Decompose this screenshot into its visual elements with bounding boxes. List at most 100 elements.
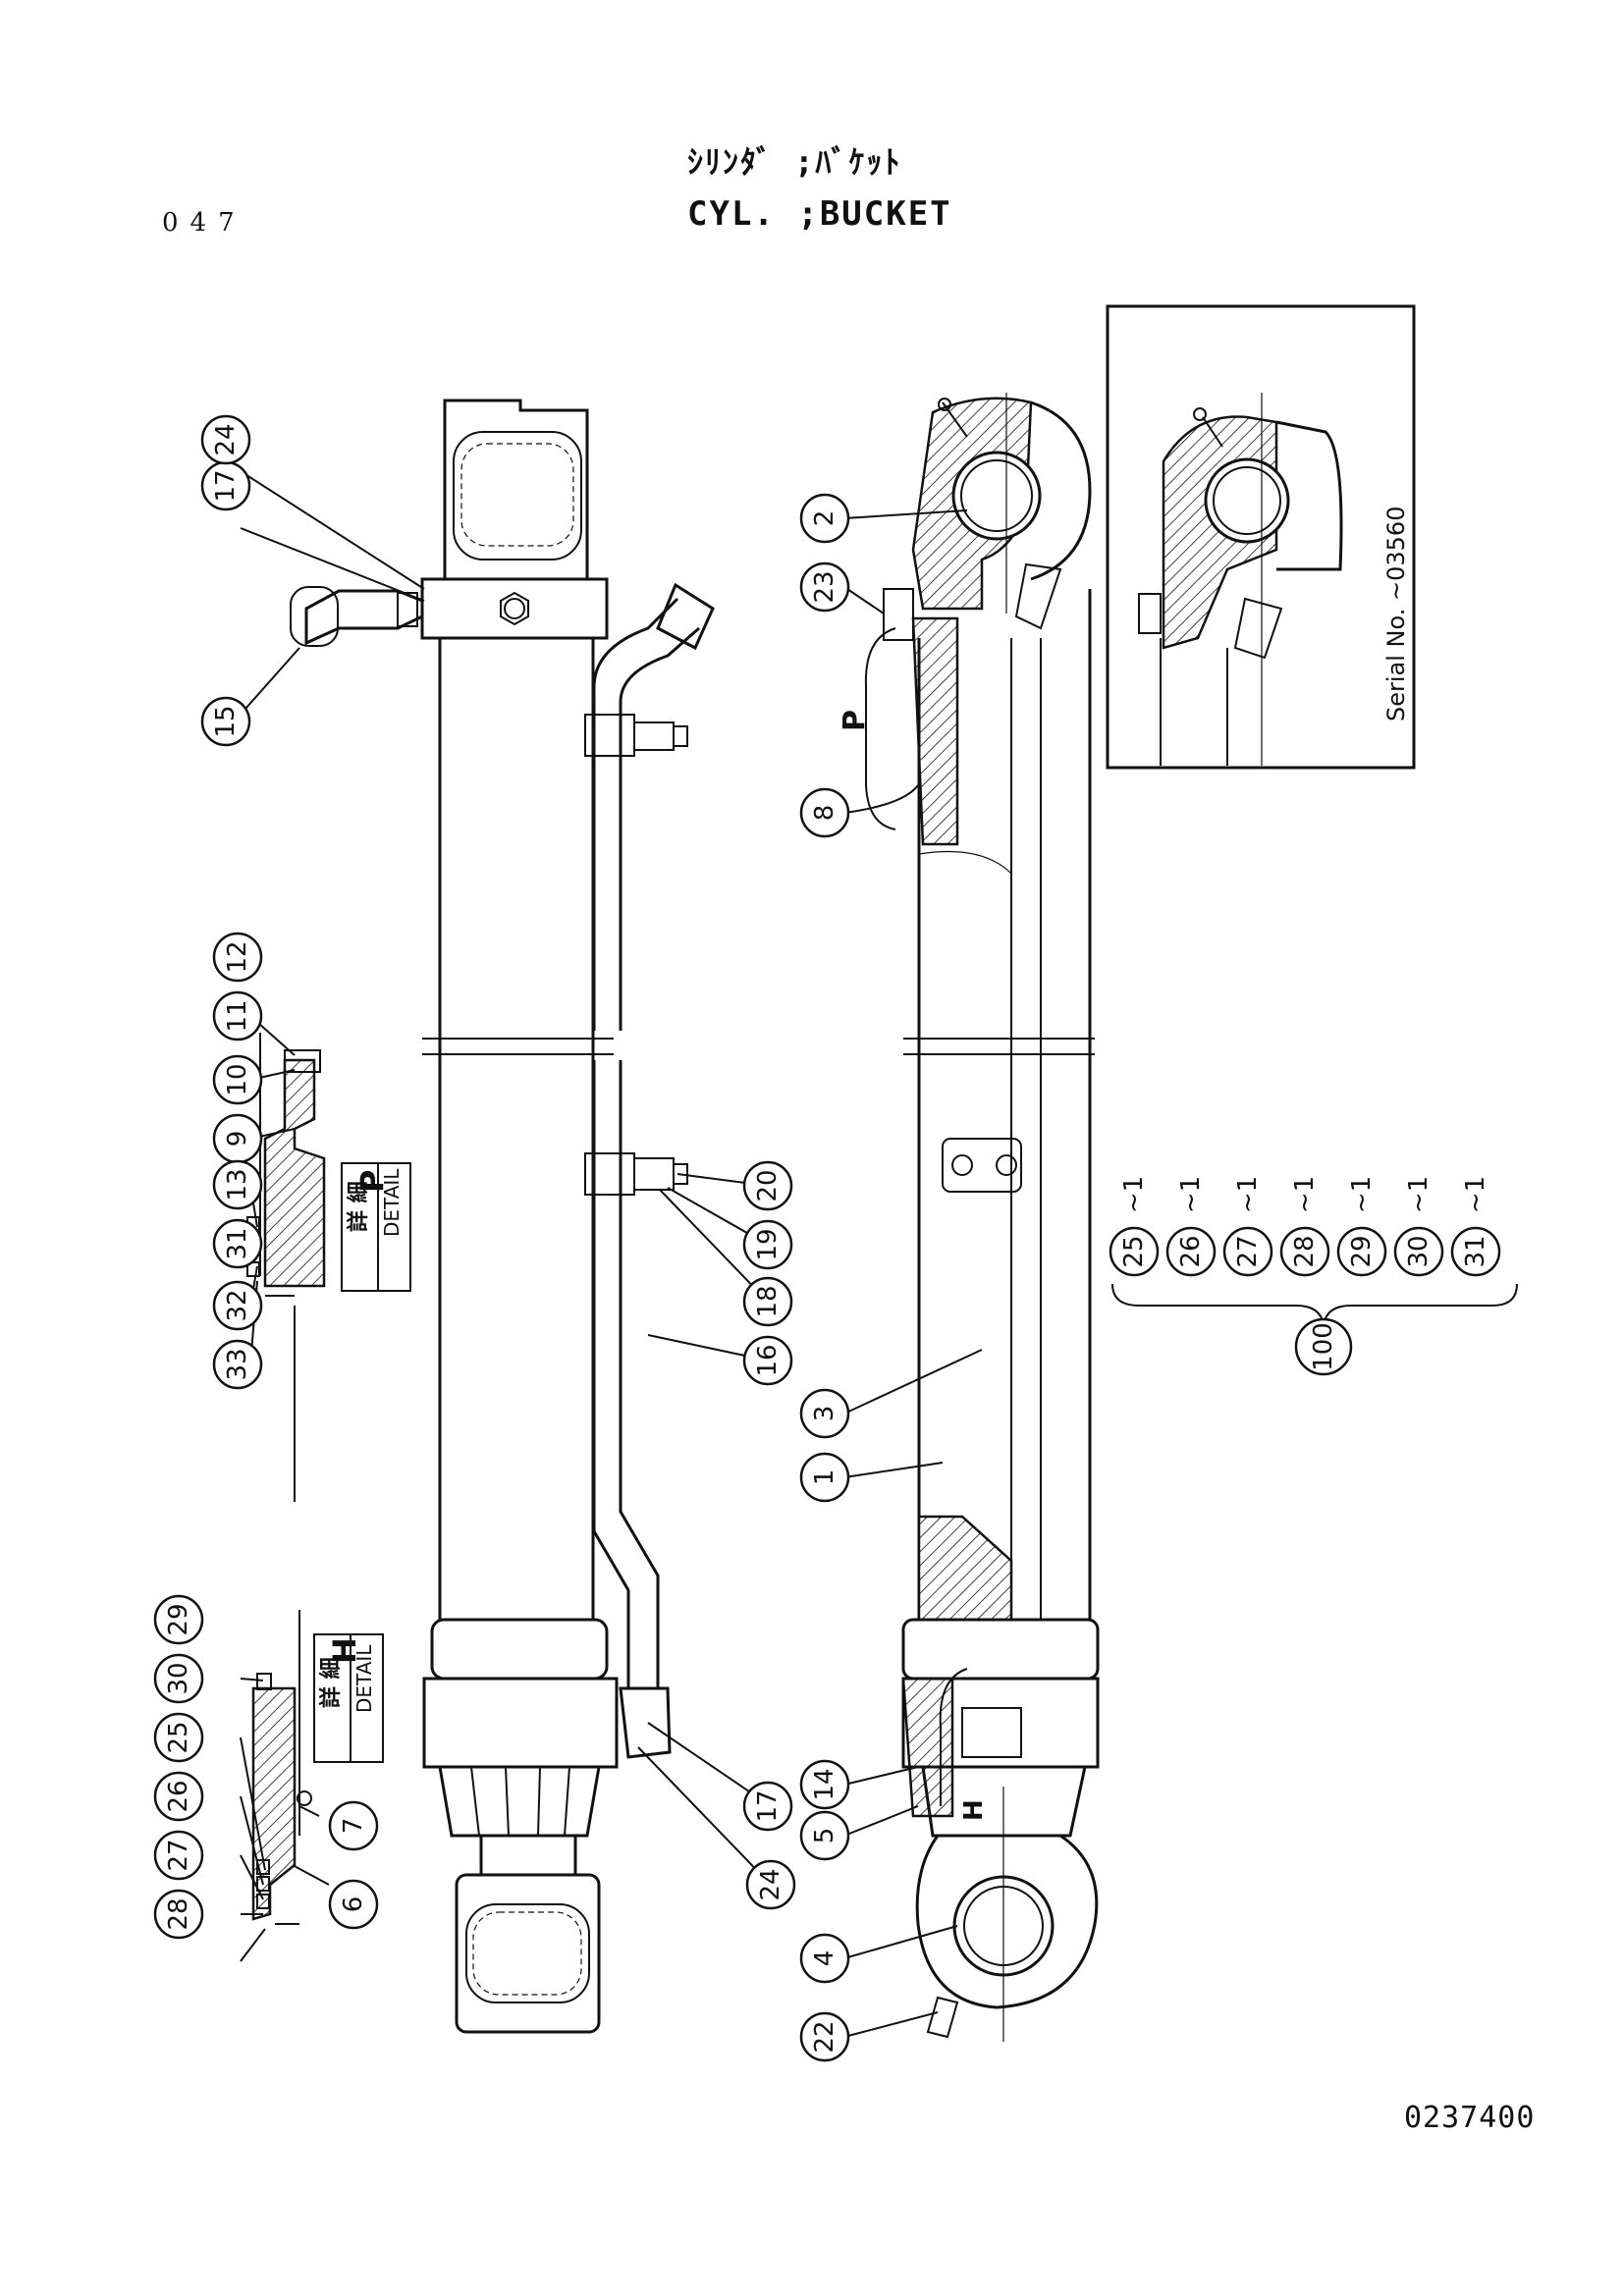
- svg-text:28: 28: [1290, 1235, 1320, 1267]
- callout-24-24-label: 24: [756, 1868, 785, 1900]
- kit-item-qty-4: ~1: [1347, 1176, 1377, 1213]
- callout-3-2: 3: [799, 1388, 850, 1439]
- svg-text:25: 25: [1119, 1235, 1149, 1267]
- callout-7-6-label: 7: [339, 1818, 368, 1835]
- serial-inset: Serial No. ~03560: [1106, 304, 1416, 770]
- svg-text:100: 100: [1309, 1322, 1338, 1371]
- callout-32-32: 32: [212, 1280, 263, 1331]
- svg-text:27: 27: [1233, 1235, 1263, 1267]
- callout-11-10: 11: [212, 990, 263, 1041]
- callout-22-21: 22: [799, 2011, 850, 2062]
- callout-2-1-label: 2: [810, 510, 839, 527]
- callout-4-3: 4: [799, 1933, 850, 1984]
- callout-29-29: 29: [153, 1594, 204, 1645]
- kit-item-qty-1: ~1: [1176, 1176, 1206, 1213]
- callout-2-1: 2: [799, 493, 850, 544]
- callout-10-9: 10: [212, 1054, 263, 1105]
- callout-28-28-label: 28: [164, 1897, 193, 1930]
- callout-8-7: 8: [799, 787, 850, 838]
- kit-item-0: 25 ~1: [1109, 1176, 1160, 1277]
- kit-item-2: 27~1: [1222, 1176, 1273, 1277]
- detail-p-letter: P: [353, 1170, 391, 1193]
- detail-p-label: 詳 細 DETAIL P: [341, 1162, 411, 1292]
- kit-item-qty-6: ~1: [1461, 1176, 1490, 1213]
- callout-26-26: 26: [153, 1771, 204, 1822]
- svg-text:26: 26: [1176, 1235, 1206, 1267]
- callout-20-20: 20: [742, 1160, 793, 1211]
- kit-item-5: 30~1: [1393, 1176, 1444, 1277]
- kit-item-qty-3: ~1: [1290, 1176, 1320, 1213]
- callout-15-14: 15: [200, 696, 251, 747]
- kit-item-qty-0: ~1: [1119, 1176, 1149, 1213]
- cylinder-section-view: [883, 393, 1100, 2042]
- svg-text:29: 29: [1347, 1235, 1377, 1267]
- callout-6-5-label: 6: [339, 1896, 368, 1913]
- callout-1-0-label: 1: [810, 1469, 839, 1486]
- callout-8-7-label: 8: [810, 805, 839, 822]
- callout-23-22-label: 23: [810, 570, 839, 603]
- callout-27-27-label: 27: [164, 1839, 193, 1871]
- callout-16-15: 16: [742, 1335, 793, 1386]
- title-japanese: ｼﾘﾝﾀﾞ ;ﾊﾞｹｯﾄ: [687, 143, 902, 181]
- detail-p-kanji: 詳 細: [346, 1181, 371, 1232]
- callout-3-2-label: 3: [810, 1406, 839, 1422]
- callout-13-12: 13: [212, 1159, 263, 1210]
- detail-p-view: [246, 1033, 326, 1502]
- callout-16-15-label: 16: [753, 1344, 783, 1376]
- callout-12-11-label: 12: [223, 940, 252, 973]
- detail-h-word: DETAIL: [352, 1644, 376, 1713]
- callout-19-19: 19: [742, 1219, 793, 1270]
- svg-text:30: 30: [1404, 1235, 1434, 1267]
- kit-item-1: 26 ~1: [1165, 1176, 1217, 1277]
- section-marker-p: P: [838, 710, 872, 731]
- detail-p-word: DETAIL: [380, 1168, 404, 1237]
- callout-19-19-label: 19: [753, 1228, 783, 1260]
- callout-30-30: 30: [153, 1653, 204, 1704]
- serial-label: Serial No. ~03560: [1382, 507, 1410, 721]
- svg-text:31: 31: [1461, 1235, 1490, 1267]
- callout-14-13: 14: [799, 1759, 850, 1810]
- callout-22-21-label: 22: [810, 2020, 839, 2053]
- title-english: CYL. ;BUCKET: [687, 194, 952, 234]
- callout-28-28: 28: [153, 1889, 204, 1940]
- callout-18-18: 18: [742, 1276, 793, 1327]
- callout-27-27: 27: [153, 1830, 204, 1881]
- callout-32-32-label: 32: [223, 1289, 252, 1321]
- callout-30-30-label: 30: [164, 1662, 193, 1694]
- callout-23-22: 23: [799, 561, 850, 613]
- callout-25-25: 25: [153, 1712, 204, 1763]
- callout-5-4: 5: [799, 1810, 850, 1861]
- callout-11-10-label: 11: [223, 999, 252, 1032]
- callout-1-0: 1: [799, 1452, 850, 1503]
- callout-24-23: 24: [200, 414, 251, 465]
- callout-33-33-label: 33: [223, 1348, 252, 1380]
- callout-17-16-label: 17: [211, 469, 241, 502]
- callout-33-33: 33: [212, 1339, 263, 1390]
- callout-13-12-label: 13: [223, 1168, 252, 1201]
- callout-bubbles: 1234567891011121314151617171819202223242…: [153, 414, 850, 2062]
- callout-18-18-label: 18: [753, 1285, 783, 1317]
- kit-item-3: 28 ~1: [1279, 1176, 1330, 1277]
- callout-20-20-label: 20: [753, 1169, 783, 1201]
- callout-17-16: 17: [200, 460, 251, 511]
- callout-14-13-label: 14: [810, 1768, 839, 1800]
- callout-6-5: 6: [328, 1879, 379, 1930]
- kit-item-6: 31 ~1: [1450, 1176, 1501, 1277]
- section-marker-h: H: [959, 1799, 989, 1821]
- callout-26-26-label: 26: [164, 1780, 193, 1812]
- callout-10-9-label: 10: [223, 1063, 252, 1095]
- kit-group: 25 ~1 26 ~1 27~1 28 ~1 29 ~1 30~1 31 ~1 100: [1109, 1176, 1518, 1376]
- callout-4-3-label: 4: [810, 1950, 839, 1967]
- cylinder-external-view: [420, 399, 619, 2034]
- kit-item-4: 29 ~1: [1336, 1176, 1387, 1277]
- detail-h-letter: H: [326, 1637, 363, 1664]
- callout-9-8-label: 9: [223, 1131, 252, 1148]
- detail-h-kanji: 詳 細: [318, 1657, 344, 1708]
- callout-31-31-label: 31: [223, 1227, 252, 1259]
- callout-31-31: 31: [212, 1218, 263, 1269]
- callout-24-24: 24: [745, 1859, 796, 1910]
- kit-label: 100: [1294, 1317, 1353, 1376]
- callout-17-17-label: 17: [753, 1789, 783, 1822]
- detail-h-label: 詳 細 DETAIL H: [313, 1633, 384, 1763]
